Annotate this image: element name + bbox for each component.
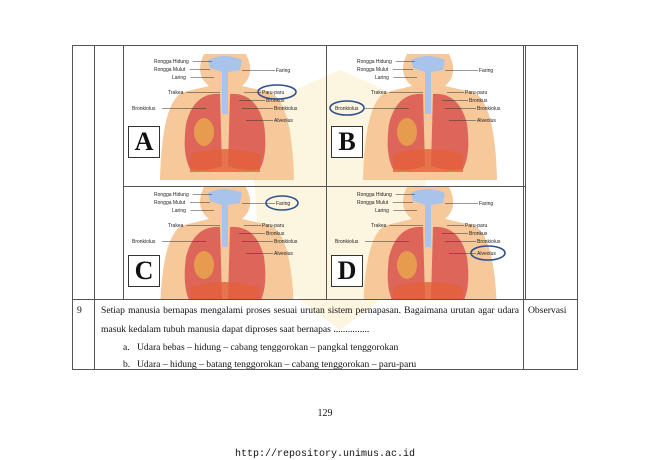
question-text-line2: masuk kedalam tubuh manusia dapat dipros…	[101, 324, 370, 335]
diagram-panel-b[interactable]: Rongga Hidung Rongga Mulut Laring Faring…	[327, 54, 528, 180]
diagram-grid: Rongga Hidung Rongga Mulut Laring Faring…	[123, 46, 526, 299]
label-laring: Laring	[172, 208, 186, 214]
panel-letter: D	[331, 255, 363, 287]
label-faring: Faring	[479, 201, 493, 207]
panel-letter: A	[128, 126, 160, 158]
airway-shape	[411, 56, 445, 114]
diagram-panel-d[interactable]: Rongga Hidung Rongga Mulut Laring Faring…	[327, 187, 528, 299]
panel-letter: B	[331, 126, 363, 158]
label-rongga_mulut: Rongga Mulut	[154, 67, 186, 73]
label-laring: Laring	[375, 208, 389, 214]
label-trakea: Trakea	[371, 90, 387, 96]
label-laring: Laring	[375, 75, 389, 81]
question-table: Rongga Hidung Rongga Mulut Laring Faring…	[72, 45, 578, 370]
question-text-line1: Setiap manusia bernapas mengalami proses…	[101, 305, 519, 316]
repository-url: http://repository.unimus.ac.id	[234, 449, 416, 460]
highlight-circle	[257, 84, 297, 100]
label-paru: Paru-paru	[262, 90, 284, 96]
label-rongga_hidung: Rongga Hidung	[357, 192, 392, 198]
label-alveolus: Alveolus	[477, 118, 496, 124]
label-bronkus: Bronkus	[469, 98, 488, 104]
label-bronkus: Bronkus	[469, 231, 488, 237]
airway-shape	[208, 189, 242, 247]
diagram-panel-a[interactable]: Rongga Hidung Rongga Mulut Laring Faring…	[124, 54, 325, 180]
label-bronkiolus_right: Bronkiolus	[274, 239, 298, 245]
label-bronkiolus_left: Bronkiolus	[335, 239, 359, 245]
label-trakea: Trakea	[371, 223, 387, 229]
label-bronkiolus_left: Bronkiolus	[132, 239, 156, 245]
diagram-panel-c[interactable]: Rongga Hidung Rongga Mulut Laring Faring…	[124, 187, 325, 299]
label-laring: Laring	[172, 75, 186, 81]
option-a: Udara bebas – hidung – cabang tenggoroka…	[137, 342, 399, 353]
option-b-label: b.	[123, 359, 131, 370]
panel-letter: C	[128, 255, 160, 287]
right-lung-shape	[431, 226, 469, 299]
label-bronkiolus_right: Bronkiolus	[477, 239, 501, 245]
label-bronkiolus_right: Bronkiolus	[477, 106, 501, 112]
label-rongga_hidung: Rongga Hidung	[357, 59, 392, 65]
label-bronkus: Bronkus	[266, 98, 285, 104]
method-label: Observasi	[528, 305, 567, 316]
label-alveolus: Alveolus	[477, 251, 496, 257]
label-alveolus: Alveolus	[274, 251, 293, 257]
airway-shape	[411, 189, 445, 247]
right-lung-shape	[228, 226, 266, 299]
label-rongga_mulut: Rongga Mulut	[357, 67, 389, 73]
question-number: 9	[77, 305, 82, 316]
label-bronkiolus_left: Bronkiolus	[335, 106, 359, 112]
label-trakea: Trakea	[168, 223, 184, 229]
label-rongga_hidung: Rongga Hidung	[154, 192, 189, 198]
highlight-circle	[329, 100, 365, 116]
label-bronkiolus_left: Bronkiolus	[132, 106, 156, 112]
label-faring: Faring	[276, 201, 290, 207]
label-rongga_mulut: Rongga Mulut	[357, 200, 389, 206]
highlight-circle	[470, 245, 506, 261]
label-trakea: Trakea	[168, 90, 184, 96]
label-alveolus: Alveolus	[274, 118, 293, 124]
label-paru: Paru-paru	[262, 223, 284, 229]
option-b: Udara – hidung – batang tenggorokan – ca…	[137, 359, 417, 370]
label-rongga_mulut: Rongga Mulut	[154, 200, 186, 206]
label-rongga_hidung: Rongga Hidung	[154, 59, 189, 65]
label-faring: Faring	[479, 68, 493, 74]
page-number: 129	[317, 408, 333, 419]
option-a-label: a.	[123, 342, 130, 353]
label-paru: Paru-paru	[465, 90, 487, 96]
highlight-circle	[265, 195, 299, 211]
label-bronkus: Bronkus	[266, 231, 285, 237]
label-bronkiolus_right: Bronkiolus	[274, 106, 298, 112]
label-paru: Paru-paru	[465, 223, 487, 229]
airway-shape	[208, 56, 242, 114]
label-faring: Faring	[276, 68, 290, 74]
